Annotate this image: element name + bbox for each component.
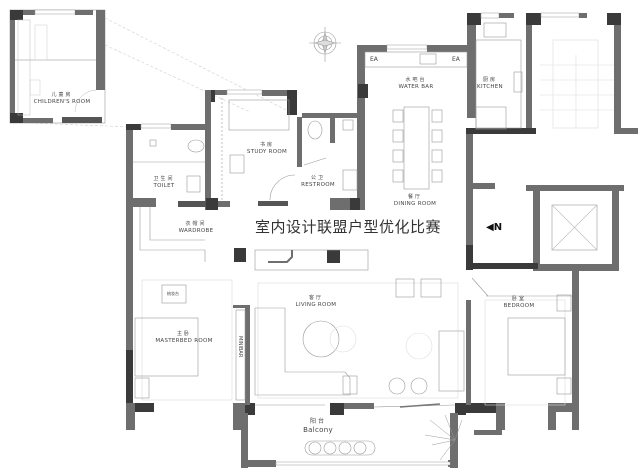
- minibar-label: MINIBAR: [237, 336, 243, 358]
- room-label-balcony: 阳台 Balcony: [303, 418, 333, 434]
- room-label-masterbed-room: 主卧 MASTERBED ROOM: [155, 331, 213, 344]
- room-label-bedroom: 卧室 BEDROOM: [503, 296, 535, 309]
- room-label-childrens-room: 儿童房 CHILDREN'S ROOM: [33, 92, 91, 105]
- compass-rose: [309, 27, 341, 62]
- contest-title: 室内设计联盟户型优化比赛: [255, 218, 442, 236]
- walls: [126, 12, 638, 468]
- ea-label-left: EA: [370, 56, 378, 63]
- north-arrow: ◀N: [486, 222, 503, 233]
- room-label-study-room: 书房 STUDY ROOM: [246, 142, 288, 155]
- room-label-restroom: 公卫 RESTROOM: [301, 175, 335, 188]
- room-label-toilet: 卫生间 TOILET: [153, 176, 175, 189]
- room-label-dining-room: 餐厅 DINING ROOM: [393, 194, 437, 207]
- childrens-room-inset: [9, 9, 106, 124]
- vanity-label: 梳妆台: [167, 291, 179, 296]
- furniture: [133, 22, 614, 461]
- north-arrow-icon: ◀: [486, 222, 494, 233]
- room-label-water-bar: 水吧台 WATER BAR: [398, 77, 434, 90]
- room-label-kitchen: 厨房 KITCHEN: [477, 77, 503, 90]
- ea-label-right: EA: [452, 56, 460, 63]
- room-label-living-room: 客厅 LIVING ROOM: [295, 295, 337, 308]
- callout-lines: [29, 17, 291, 129]
- room-label-wardrobe: 衣帽间 WARDROBE: [178, 221, 214, 234]
